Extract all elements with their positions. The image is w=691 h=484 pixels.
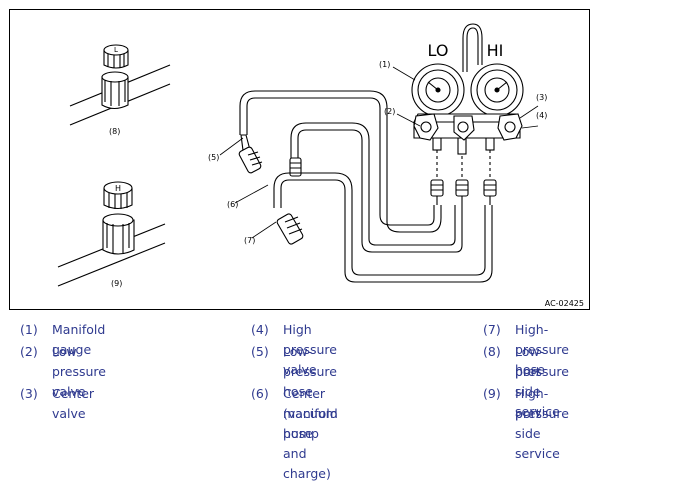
svg-text:(3): (3) (536, 93, 547, 102)
legend-num: (6) (251, 386, 269, 401)
svg-text:(8): (8) (109, 127, 120, 136)
legend-num: (7) (483, 322, 501, 337)
svg-text:LO: LO (428, 41, 449, 60)
legend: (1) Manifold gauge (2) Low pressure valv… (0, 318, 691, 481)
diagram-drawing: L H (57, 23, 584, 308)
callout-6: (6) (227, 200, 238, 209)
high-pressure-service-port: H (57, 181, 166, 287)
callout-8: (8) (109, 127, 120, 136)
high-pressure-valve (497, 113, 523, 141)
callout-1: (1) (379, 60, 390, 69)
callout-9: (9) (111, 279, 122, 288)
cap-letter-l: L (114, 46, 118, 54)
legend-text: Low-pressure side service (515, 344, 569, 419)
center-valve (453, 115, 475, 141)
legend-num: (9) (483, 386, 501, 401)
hi-gauge (470, 63, 524, 117)
manifold-gauge (411, 23, 524, 117)
svg-text:H: H (115, 184, 121, 193)
high-hose-coupler (276, 213, 304, 245)
legend-text: Center valve (52, 386, 95, 421)
callout-4: (4) (536, 111, 547, 120)
center-hose-coupler (289, 157, 302, 177)
legend-num: (4) (251, 322, 269, 337)
figure-id: AC-02425 (545, 299, 584, 308)
callout-5: (5) (208, 153, 219, 162)
leader-lines (219, 66, 539, 239)
center-manifold-hose (290, 122, 463, 253)
svg-text:(9): (9) (111, 279, 122, 288)
legend-text: port (515, 364, 541, 379)
callout-7: (7) (244, 236, 255, 245)
low-hose-coupler (238, 146, 263, 174)
low-pressure-hose (239, 90, 442, 233)
legend-text: Low pressure valve (52, 344, 106, 399)
low-pressure-valve (413, 113, 439, 141)
lo-gauge (411, 63, 465, 117)
legend-text: Manifold gauge (52, 322, 106, 357)
lo-label: LO (428, 41, 449, 60)
manifold-fittings (430, 137, 497, 205)
svg-text:AC-02425: AC-02425 (545, 299, 584, 308)
svg-text:(7): (7) (244, 236, 255, 245)
callout-3: (3) (536, 93, 547, 102)
hi-label: HI (487, 41, 504, 60)
high-pressure-hose (273, 172, 493, 283)
diagram-figure: L H (9, 9, 590, 310)
svg-text:(2): (2) (384, 107, 395, 116)
cap-letter-h: H (115, 184, 121, 193)
svg-text:L: L (114, 46, 118, 54)
svg-text:(1): (1) (379, 60, 390, 69)
legend-text: (vacuum pump and charge) (283, 406, 338, 481)
manifold-body (413, 113, 523, 141)
legend-num: (5) (251, 344, 269, 359)
svg-text:(5): (5) (208, 153, 219, 162)
legend-text: Low-pressure hose (283, 344, 337, 399)
callout-2: (2) (384, 107, 395, 116)
svg-text:(6): (6) (227, 200, 238, 209)
legend-text: High-pressure hose (515, 322, 569, 377)
legend-num: (3) (20, 386, 38, 401)
legend-text: High pressure valve (283, 322, 337, 377)
svg-text:HI: HI (487, 41, 504, 60)
svg-text:(4): (4) (536, 111, 547, 120)
low-pressure-service-port: L (69, 44, 171, 126)
legend-num: (8) (483, 344, 501, 359)
legend-text: High-pressure side service (515, 386, 569, 461)
legend-num: (2) (20, 344, 38, 359)
legend-num: (1) (20, 322, 38, 337)
legend-text: port (515, 406, 541, 421)
